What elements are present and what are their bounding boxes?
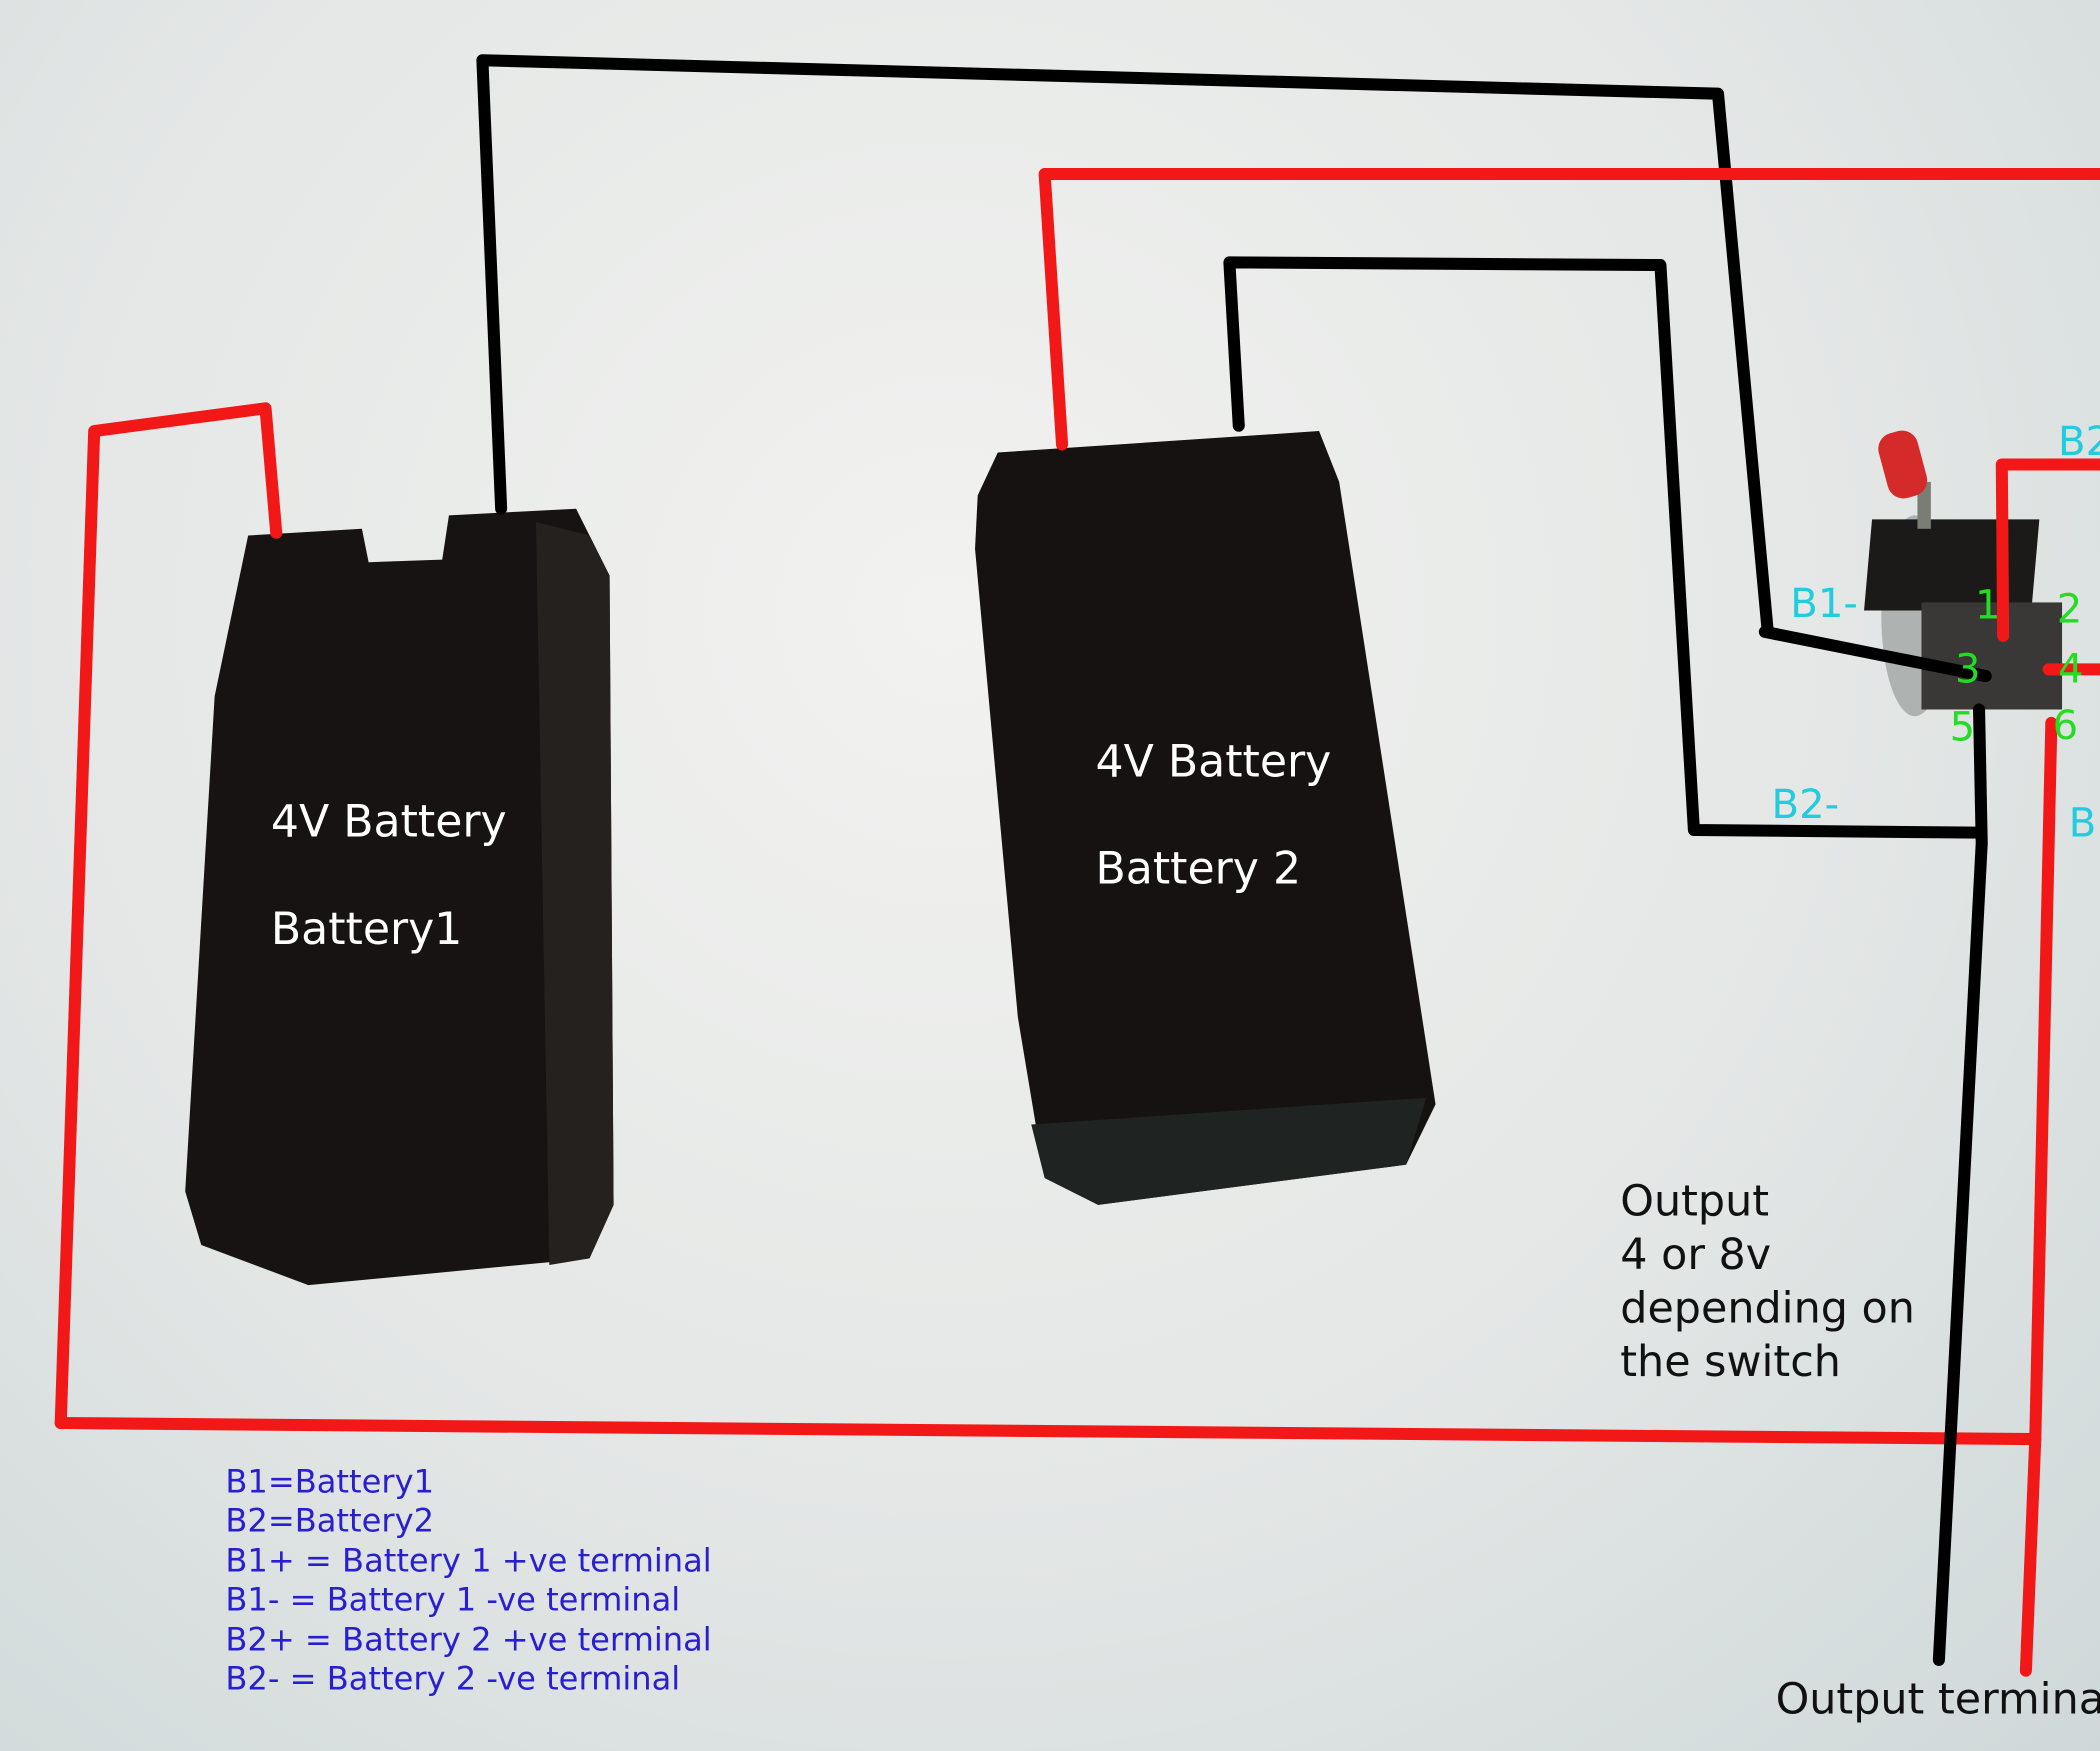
battery-1-voltage-label: 4V Battery <box>271 797 507 848</box>
b2-minus-label: B2- <box>1772 782 1840 828</box>
legend: B1=Battery1 B2=Battery2 B1+ = Battery 1 … <box>225 1463 711 1698</box>
wire-output-positive <box>2019 716 2058 1677</box>
legend-item: B1- = Battery 1 -ve terminal <box>225 1580 680 1618</box>
b-label-partial: B <box>2069 801 2097 847</box>
wire-b2-negative <box>1223 256 1986 839</box>
legend-item: B1=Battery1 <box>225 1463 434 1501</box>
wire-pin1 <box>1995 458 2100 642</box>
b1-minus-label: B1- <box>1790 581 1858 627</box>
wire-b1-negative-to-pin3 <box>1758 625 1992 683</box>
wire-b1-negative <box>476 54 1774 636</box>
wire-b2-positive <box>1038 168 2100 451</box>
output-note-line: Output <box>1620 1177 1769 1227</box>
pin-2-label: 2 <box>2057 586 2083 632</box>
output-note: Output 4 or 8v depending on the switch <box>1620 1177 1915 1388</box>
output-note-line: 4 or 8v <box>1620 1230 1771 1280</box>
b2-plus-label-partial: B2 <box>2058 419 2100 465</box>
pin-1-label: 1 <box>1975 582 2001 628</box>
battery-1-name-label: Battery1 <box>271 904 463 955</box>
wire-b1-positive <box>54 402 283 1430</box>
battery-2-name-label: Battery 2 <box>1096 844 1302 895</box>
legend-item: B2=Battery2 <box>225 1501 434 1539</box>
legend-item: B2+ = Battery 2 +ve terminal <box>225 1621 711 1659</box>
battery-1: 4V Battery Battery1 <box>185 508 614 1286</box>
battery-2-voltage-label: 4V Battery <box>1096 736 1332 787</box>
wiring <box>54 54 2100 1677</box>
toggle-switch <box>1864 430 2063 717</box>
output-note-line: the switch <box>1620 1337 1841 1387</box>
wire-output-negative <box>1932 703 1988 1666</box>
legend-item: B1+ = Battery 1 +ve terminal <box>225 1542 711 1580</box>
battery-2: 4V Battery Battery 2 <box>975 431 1436 1205</box>
pin-4-label: 4 <box>2058 647 2084 693</box>
pin-6-label: 6 <box>2053 703 2079 749</box>
pin-5-label: 5 <box>1950 704 1976 750</box>
pin-3-label: 3 <box>1955 647 1981 693</box>
wire-bottom-positive <box>54 1416 2042 1446</box>
output-note-line: depending on <box>1620 1284 1915 1334</box>
legend-item: B2- = Battery 2 -ve terminal <box>225 1659 680 1697</box>
output-terminal-label: Output termina <box>1776 1675 2100 1725</box>
